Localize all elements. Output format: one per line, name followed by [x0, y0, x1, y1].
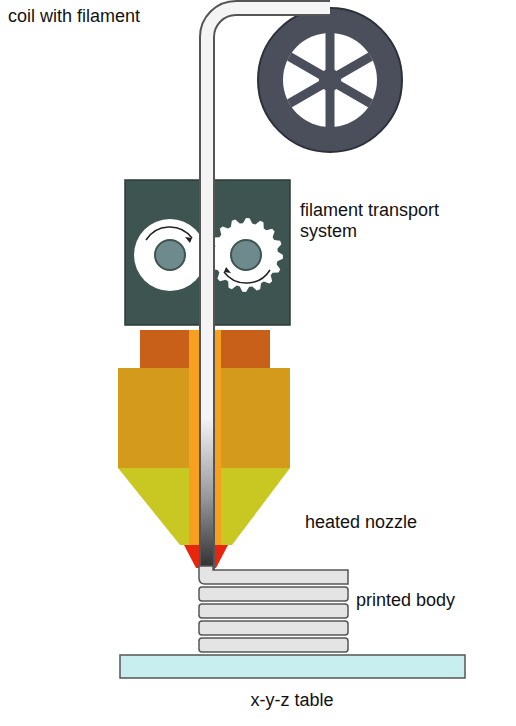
filament-spool	[258, 8, 402, 152]
spool-label: coil with filament	[8, 6, 228, 27]
nozzle-label: heated nozzle	[305, 512, 495, 533]
printed-body	[199, 566, 348, 652]
xyz-table	[120, 655, 465, 678]
body-label: printed body	[356, 590, 506, 611]
table-label: x-y-z table	[250, 690, 333, 711]
transport-label: filament transport system	[300, 200, 490, 242]
filament	[201, 8, 330, 572]
gear-roller	[209, 218, 283, 292]
